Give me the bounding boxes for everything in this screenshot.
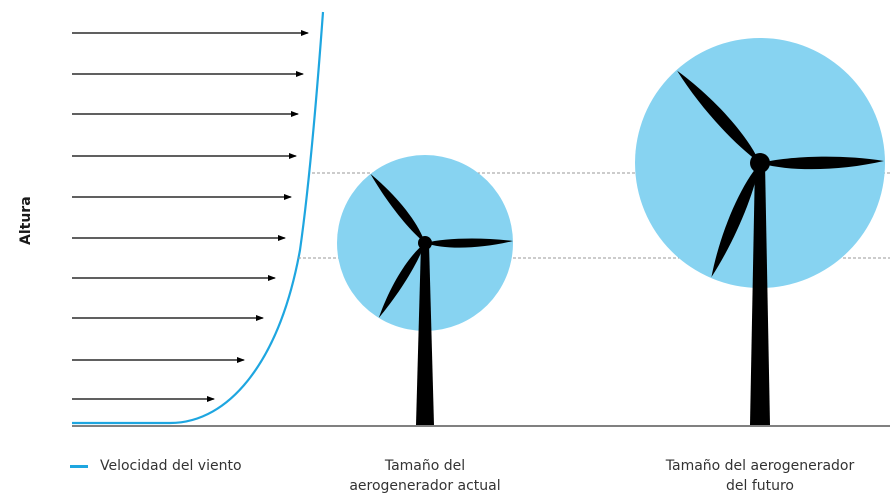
future-caption-line1: Tamaño del aerogenerador [665,458,855,474]
current-caption-line1: Tamaño del [384,458,466,474]
future-caption-line2: del futuro [725,478,795,494]
legend-label: Velocidad del viento [100,458,242,474]
legend: Velocidad del viento [70,458,242,474]
future-turbine-caption: Tamaño del aerogenerador del futuro [630,456,890,496]
legend-swatch [70,464,88,468]
current-turbine-tower [416,243,434,425]
y-axis-label: Altura [18,196,34,245]
future-turbine [635,38,885,425]
current-turbine-caption: Tamaño del aerogenerador actual [330,456,520,496]
current-caption-line2: aerogenerador actual [349,478,501,494]
wind-turbine-icon [677,70,884,278]
wind-speed-curve [72,11,325,425]
wind-arrows [72,30,309,402]
wind-turbine-icon [370,173,513,318]
current-turbine [337,155,513,425]
future-turbine-tower [750,163,770,425]
